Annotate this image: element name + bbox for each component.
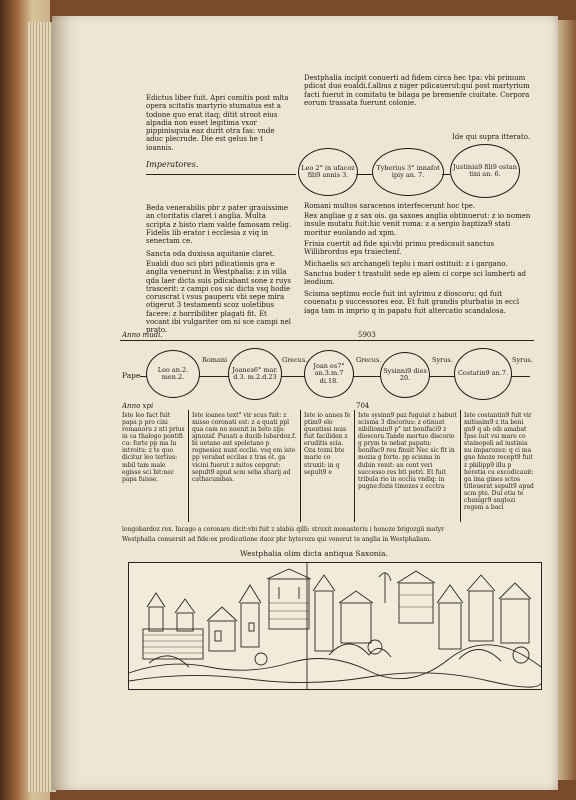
col-constantinus: Iste costantin9 fuit vir mitissim9 z ita…: [464, 412, 534, 512]
emperor-medal-2: Tyberius 3° innafot ipiy an. 7.: [372, 148, 444, 196]
pope-medal-5: Costatin9 an.7.: [454, 348, 512, 400]
emperor-line-left: [146, 174, 296, 175]
top-right-paragraph: Destphalia incipit conuerti ad fidem cir…: [304, 74, 530, 107]
anno-mundi-year: 5903: [358, 331, 376, 339]
anno-mundi-label: Anno mudi.: [122, 331, 163, 339]
right-page-edge: [558, 20, 576, 780]
col-ioannes-sextus: Iste ioanes text° vir scus fuit: z misso…: [192, 412, 297, 483]
mid-left-p1: Beda venerabilis pbr z pater grauissime …: [146, 204, 292, 245]
year-rule-top: [120, 340, 534, 341]
pope-medal-1-text: Leo an.2. men.2.: [157, 365, 189, 381]
pape-label: Pape: [122, 371, 141, 380]
bottom-line-1: longobardoz rex. Incago a coronare dicit…: [122, 526, 445, 533]
anno-xpi-year: 704: [356, 402, 370, 410]
mid-right-p6: Scisma septimu eccle fuit int sylrimu z …: [304, 290, 520, 315]
col-divider-3: [354, 410, 355, 522]
imperatores-label: Imperatores.: [146, 160, 199, 169]
emperor-medal-3: Justinia9 fili9 ostan tini an. 6.: [450, 144, 520, 198]
mid-left-p3: Eualdi duo sci pbri pdicationis gra e an…: [146, 260, 291, 334]
top-left-paragraph: Edictus liber fuit. Apri comitis post ml…: [146, 94, 289, 152]
pope-medal-2: Joanes6° mar. d.3. m.2.d.23: [228, 348, 282, 400]
pope-medal-1: Leo an.2. men.2.: [146, 350, 200, 398]
col-divider-1: [188, 410, 189, 522]
woodcut-title: Westphalia olim dicta antiqua Saxonia.: [240, 549, 388, 558]
bottom-line-2: Westphalia conuersit ad fide:ex predicat…: [122, 536, 432, 543]
mid-right-p2: Rex angliae g z sax ois. ga saxoes angli…: [304, 212, 531, 237]
mid-right-p5: Sanctus buder t trastulit sede ep alem c…: [304, 270, 527, 287]
woodcut-scene: [129, 563, 541, 689]
pope-medal-4: Sysinni9 dies 20.: [380, 352, 430, 398]
page-edges: [28, 22, 56, 792]
emperor-medal-1: Leo 2° in ufacoz fili9 annis 3.: [298, 148, 358, 196]
col-leo: Iste leo fact fuit papa p pro cini roman…: [122, 412, 185, 483]
anno-xpi-label: Anno xpi: [122, 402, 154, 410]
mid-right-p4: Michaelis sci archangeli teplu i mari os…: [304, 260, 508, 268]
emperor-connector-1: [356, 174, 372, 175]
pope-between-5: Syrus.: [512, 356, 533, 364]
mid-left-p2: Sancta oda duxissa aquitanie claret.: [146, 250, 275, 258]
woodcut-illustration: [128, 562, 542, 690]
top-right-note: Ide qui supra itterato.: [452, 133, 531, 141]
mid-right-p3: Frisia cuertit ad fide xpi:vbi primu pre…: [304, 240, 495, 257]
col-divider-2: [300, 410, 301, 522]
pope-medal-3: Joan es7° an.3.m.7 di.18.: [304, 350, 354, 398]
emperor-medal-3-text: Justinia9 fili9 ostan tini an. 6.: [453, 162, 517, 178]
pope-between-2: Grecus.: [282, 356, 308, 364]
col-ioannes-septimus: Iste io annes fe ptim9 elo quentissi mus…: [304, 412, 351, 476]
pope-between-1: Romani: [202, 356, 228, 364]
mid-right-p1: Romani multos saracenos interfecerunt ho…: [304, 202, 476, 210]
pope-medal-3-text: Joan es7° an.3.m.7 di.18.: [313, 361, 345, 385]
emperor-medal-1-text: Leo 2° in ufacoz fili9 annis 3.: [301, 163, 355, 179]
pope-medal-5-text: Costatin9 an.7.: [457, 369, 509, 378]
pope-between-3: Grecus.: [356, 356, 382, 364]
col-sisinnius: Iste sysinn9 paz fuguiat z habuit scisma…: [358, 412, 457, 490]
emperor-connector-2: [442, 174, 450, 175]
col-divider-4: [460, 410, 461, 522]
pope-medal-4-text: Sysinni9 dies 20.: [383, 366, 427, 382]
pope-between-4: Syrus.: [432, 356, 453, 364]
pope-medal-2-text: Joanes6° mar. d.3. m.2.d.23: [232, 365, 278, 381]
emperor-medal-2-text: Tyberius 3° innafot ipiy an. 7.: [376, 163, 440, 179]
